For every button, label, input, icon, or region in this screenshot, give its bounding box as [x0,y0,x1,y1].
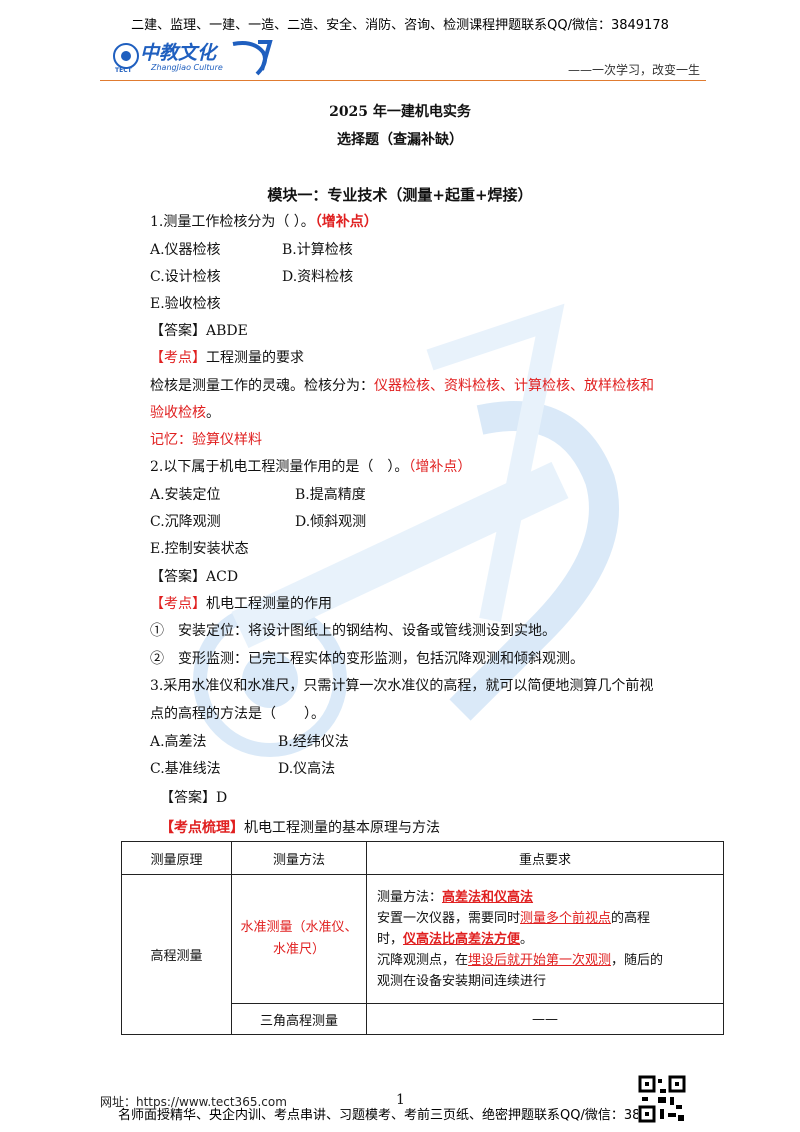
q2-option-c: C.沉降观测 [150,514,221,530]
q2-option-a: A.安装定位 [150,487,221,503]
question-2-stem: 2.以下属于机电工程测量作用的是（ ）。（增补点） [150,459,472,475]
logo-text: 中教文化 [140,42,217,64]
header-rule [100,80,706,81]
q3-key-point-summary: 【考点梳理】机电工程测量的基本原理与方法 [160,820,440,836]
method-cell: 三角高程测量 [231,1003,367,1035]
q2-point-1: ① 安装定位：将设计图纸上的钢结构、设备或管线测设到实地。 [150,623,556,639]
qr-code-icon [638,1075,686,1123]
q2-option-b: B.提高精度 [295,487,366,503]
table-header-cell: 测量原理 [121,841,232,875]
q1-answer: 【答案】ABDE [150,323,248,339]
q1-memo: 记忆：验算仪样料 [150,432,262,448]
table-row: 三角高程测量 —— [122,1003,724,1035]
footer-website[interactable]: 网址：https://www.tect365.com [100,1095,287,1109]
slogan: ——一次学习，改变一生 [567,63,700,77]
q3-option-a: A.高差法 [150,734,207,750]
table-header-cell: 重点要求 [366,841,724,875]
req-line: 安置一次仪器，需要同时测量多个前视点的高程 [377,910,651,926]
footer-contact: 名师面授精华、央企内训、考点串讲、习题模考、考前三页纸、绝密押题联系QQ/微信：… [118,1108,682,1123]
principle-cell: 高程测量 [121,874,232,1035]
q2-point-2: ② 变形监测：已完工程实体的变形监测，包括沉降观测和倾斜观测。 [150,651,584,667]
question-1-stem: 1.测量工作检核分为（ ）。（增补点） [150,214,378,230]
table-row: 高程测量 水准测量（水准仪、水准尺） 测量方法：高差法和仪高法 安置一次仪器，需… [121,874,724,1035]
q2-option-e: E.控制安装状态 [150,541,249,557]
requirement-cell: 测量方法：高差法和仪高法 安置一次仪器，需要同时测量多个前视点的高程 时，仪高法… [366,874,724,1004]
q3-answer: 【答案】D [160,790,228,806]
logo-tect: TECT [115,67,132,74]
q2-key-point: 【考点】机电工程测量的作用 [150,596,332,612]
doc-subtitle: 选择题（查漏补缺） [337,132,463,148]
q3-option-d: D.仪高法 [278,761,336,777]
requirement-cell: —— [366,1003,724,1035]
key-point-table: 测量原理 测量方法 重点要求 高程测量 水准测量（水准仪、水准尺） 测量方法：高… [121,841,724,1035]
q1-option-c: C.设计检核 [150,269,221,285]
req-line: 观测在设备安装期间连续进行 [377,973,547,989]
q2-answer: 【答案】ACD [150,569,239,585]
doc-title: 2025 年一建机电实务 [329,104,471,120]
q1-option-b: B.计算检核 [282,242,353,258]
table-header-cell: 测量方法 [231,841,367,875]
req-line: 时，仪高法比高差法方便。 [377,931,534,947]
q2-option-d: D.倾斜观测 [295,514,367,530]
q1-explanation-line1: 检核是测量工作的灵魂。检核分为：仪器检核、资料检核、计算检核、放样检核和 [150,378,654,394]
module-heading: 模块一：专业技术（测量+起重+焊接） [267,186,533,204]
page-number: 1 [396,1092,405,1108]
q1-option-d: D.资料检核 [282,269,354,285]
table-header-row: 测量原理 测量方法 重点要求 [121,841,724,875]
question-3-stem-line2: 点的高程的方法是（ ）。 [150,706,325,722]
logo-mark [113,40,273,76]
supplement-tag: （增补点） [314,214,378,230]
method-cell: 水准测量（水准仪、水准尺） [231,874,367,1004]
top-banner: 二建、监理、一建、一造、二造、安全、消防、咨询、检测课程押题联系QQ/微信：38… [131,18,669,33]
q3-option-c: C.基准线法 [150,761,221,777]
q3-option-b: B.经纬仪法 [278,734,349,750]
q1-option-e: E.验收检核 [150,296,221,312]
question-3-stem-line1: 3.采用水准仪和水准尺，只需计算一次水准仪的高程，就可以简便地测算几个前视 [150,678,654,694]
req-line: 测量方法：高差法和仪高法 [377,889,534,905]
q1-key-point: 【考点】工程测量的要求 [150,350,304,366]
q1-option-a: A.仪器检核 [150,242,221,258]
req-line: 沉降观测点，在埋设后就开始第一次观测，随后的 [377,952,664,968]
q1-explanation-line2: 验收检核。 [150,405,220,421]
logo-subtitle: ZhangJiao Culture [151,63,223,72]
